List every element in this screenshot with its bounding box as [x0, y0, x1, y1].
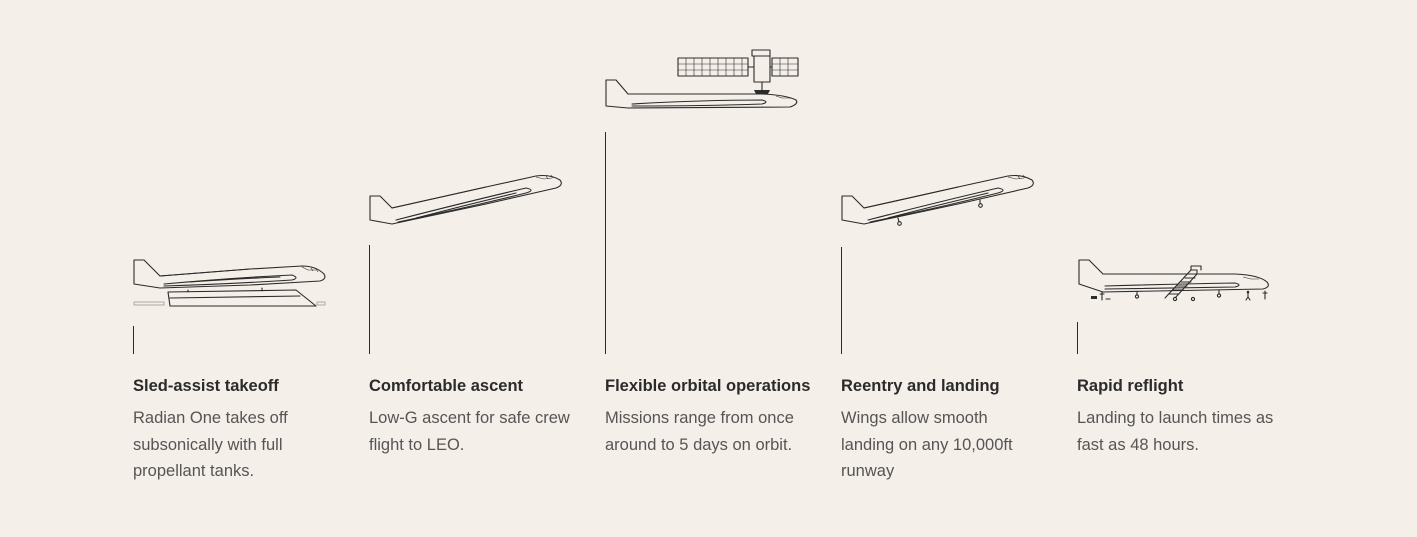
plane-ascending-icon [369, 174, 562, 225]
step-description: Low-G ascent for safe crew flight to LEO… [369, 405, 594, 458]
plane-on-sled-icon [133, 259, 326, 307]
step-connector-line [605, 132, 606, 354]
step-connector-line [133, 326, 134, 354]
step-description: Wings allow smooth landing on any 10,000… [841, 405, 1041, 485]
plane-docked-with-satellite-icon [605, 49, 799, 109]
plane-landing-gear-icon [841, 174, 1034, 226]
step-description-line: Radian One takes off [133, 409, 288, 427]
step-description-line: Landing to launch times as [1077, 409, 1274, 427]
step-description-line: Low-G ascent for safe crew [369, 409, 570, 427]
step-description-line: runway [841, 462, 895, 480]
step-description-line: landing on any 10,000ft [841, 435, 1013, 454]
step-title: Rapid reflight [1077, 377, 1184, 395]
step-description-line: fast as 48 hours. [1077, 435, 1199, 454]
step-description-line: flight to LEO. [369, 435, 465, 454]
step-title: Flexible orbital operations [605, 377, 811, 395]
plane-ground-servicing-icon [1078, 259, 1269, 302]
step-title: Comfortable ascent [369, 377, 524, 395]
step-description: Radian One takes off subsonically with f… [133, 405, 333, 485]
step-description-line: subsonically with full [133, 435, 283, 454]
step-connector-line [841, 247, 842, 354]
step-connector-line [1077, 322, 1078, 354]
step-description: Missions range from once around to 5 day… [605, 405, 830, 458]
step-description-line: propellant tanks. [133, 462, 255, 480]
step-connector-line [369, 245, 370, 354]
step-description: Landing to launch times as fast as 48 ho… [1077, 405, 1302, 458]
step-description-line: around to 5 days on orbit. [605, 435, 793, 454]
step-description-line: Wings allow smooth [841, 409, 988, 427]
step-description-line: Missions range from once [605, 409, 794, 427]
step-title: Reentry and landing [841, 377, 1000, 395]
step-title: Sled-assist takeoff [133, 377, 279, 395]
